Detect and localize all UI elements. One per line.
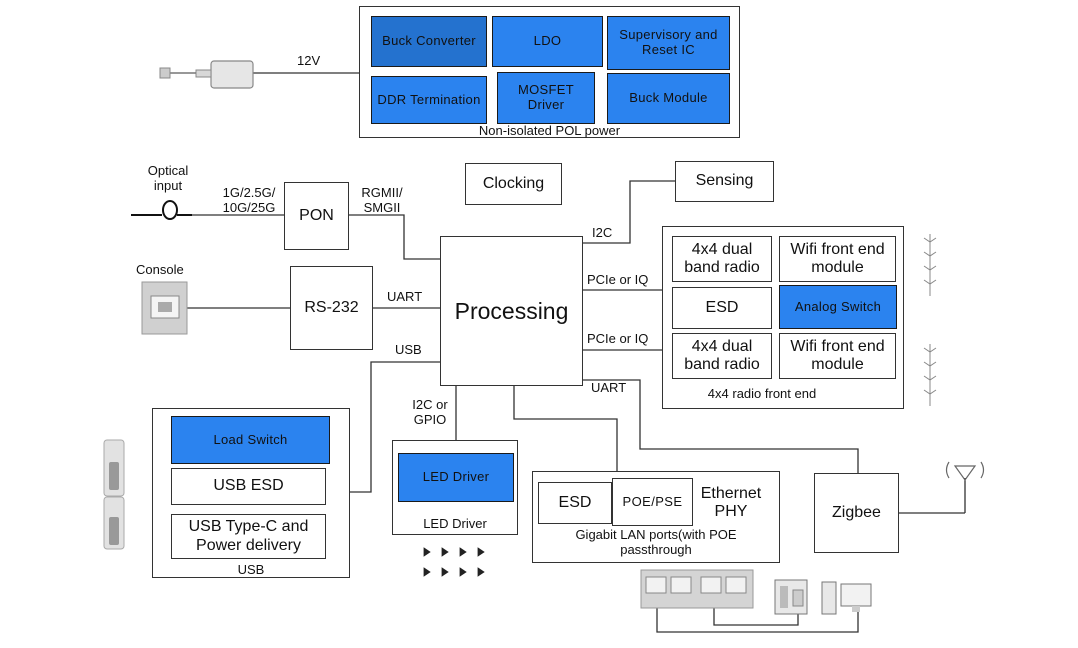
lan-esd-block: ESD [538, 482, 612, 524]
power-adapter-icon [159, 60, 254, 89]
radio-esd-block: ESD [672, 287, 772, 329]
lan-caption: Gigabit LAN ports(with POE passthrough [575, 527, 737, 557]
processing-block: Processing [440, 236, 583, 386]
supervisory-block: Supervisory and Reset IC [607, 16, 730, 70]
console-label: Console [136, 262, 184, 277]
led-frame [392, 440, 518, 535]
antenna-icon [945, 461, 985, 482]
wifi-fem-block-2: Wifi front end module [779, 333, 896, 379]
phone-icon [774, 579, 808, 615]
optical-input-label: Optical input [147, 163, 189, 193]
lan-frame [532, 471, 780, 563]
radio-caption: 4x4 radio front end [707, 386, 817, 401]
led-caption: LED Driver [423, 516, 487, 531]
i2c-gpio-label: I2C or GPIO [412, 397, 448, 427]
optical-fiber-icon [131, 200, 192, 220]
power-frame [359, 6, 740, 138]
optical-rate-label: 1G/2.5G/ 10G/25G [222, 185, 276, 215]
pcie-label-1: PCIe or IQ [587, 272, 649, 287]
radio-frame [662, 226, 904, 409]
load-switch-block: Load Switch [171, 416, 330, 464]
usb-esd-block: USB ESD [171, 468, 326, 505]
ddr-termination-block: DDR Termination [371, 76, 487, 124]
lan-port-icon [640, 569, 754, 609]
ethernet-phy-block: Ethernet PHY [693, 482, 769, 524]
radio-block-2: 4x4 dual band radio [672, 333, 772, 379]
power-caption: Non-isolated POL power [478, 123, 621, 138]
buck-converter-block: Buck Converter [371, 16, 487, 67]
ethernet-port-icon [141, 281, 188, 335]
rs232-block: RS-232 [290, 266, 373, 350]
antenna-icon [923, 234, 937, 406]
rs232-bus-label: UART [387, 289, 423, 304]
pon-block: PON [284, 182, 349, 250]
usb-typec-block: USB Type-C and Power delivery [171, 514, 326, 559]
analog-switch-block: Analog Switch [779, 285, 897, 329]
wifi-fem-block-1: Wifi front end module [779, 236, 896, 282]
computer-icon [821, 581, 872, 615]
usb-link-label: USB [395, 342, 422, 357]
i2c-label: I2C [592, 225, 613, 240]
sensing-block: Sensing [675, 161, 774, 202]
poe-pse-block: POE/PSE [612, 478, 693, 526]
usb-frame [152, 408, 350, 578]
usb-connector-icon [103, 439, 125, 550]
mosfet-driver-block: MOSFET Driver [497, 72, 595, 124]
uart-label: UART [591, 380, 627, 395]
pon-bus-label: RGMII/ SMGII [361, 185, 403, 215]
zigbee-block: Zigbee [814, 473, 899, 553]
clocking-block: Clocking [465, 163, 562, 205]
buck-module-block: Buck Module [607, 73, 730, 124]
ldo-block: LDO [492, 16, 603, 67]
power-input-label: 12V [297, 53, 321, 68]
radio-block-1: 4x4 dual band radio [672, 236, 772, 282]
led-icon [423, 547, 485, 577]
usb-caption: USB [237, 562, 265, 577]
pcie-label-2: PCIe or IQ [587, 331, 649, 346]
led-driver-block: LED Driver [398, 453, 514, 502]
